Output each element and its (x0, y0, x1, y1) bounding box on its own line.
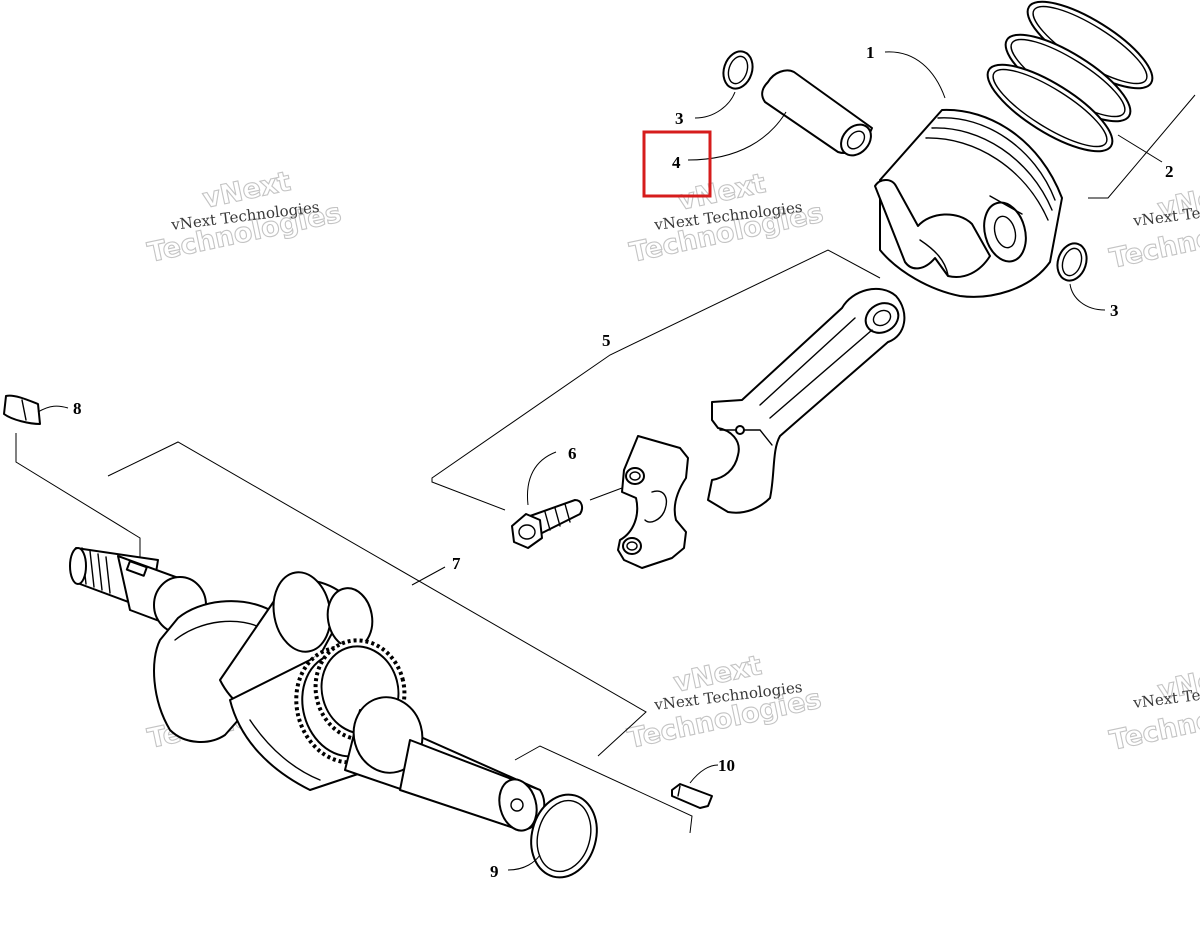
leader-6-dashed (589, 487, 623, 501)
callout-5: 5 (602, 331, 611, 350)
circlip-top[interactable] (719, 48, 757, 93)
leader-1 (884, 51, 946, 99)
leader-3-right (1069, 283, 1106, 311)
key[interactable] (671, 783, 713, 809)
callout-9: 9 (490, 862, 499, 881)
leader-8 (37, 405, 69, 413)
leader-3-top (694, 91, 736, 119)
leader-2 (1117, 134, 1163, 163)
watermark-top-center: vNext Technologies vNext Technologies (626, 167, 826, 269)
callout-7: 7 (452, 554, 461, 573)
bracket-9-10 (514, 745, 693, 834)
leader-9 (507, 854, 541, 871)
bracket-2 (1088, 94, 1196, 199)
piston[interactable] (874, 108, 1063, 298)
watermark-top-right: vNext Technologies vNext Technologies (1106, 175, 1200, 275)
woodruff-key[interactable] (3, 394, 41, 425)
callout-3-right: 3 (1110, 301, 1119, 320)
callout-3-top: 3 (675, 109, 684, 128)
o-ring[interactable] (522, 787, 606, 885)
callout-4: 4 (672, 153, 681, 172)
callout-10: 10 (718, 756, 735, 775)
leader-4 (687, 111, 787, 161)
crankshaft[interactable] (69, 547, 546, 835)
highlight-box (642, 130, 712, 198)
callout-6: 6 (568, 444, 577, 463)
watermark-bottom-center: vNext Technologies vNext Technologies (624, 649, 824, 755)
callout-1: 1 (866, 43, 875, 62)
circlip-right[interactable] (1053, 240, 1091, 285)
bracket-7 (107, 441, 647, 757)
rod-cap[interactable] (617, 435, 689, 569)
callout-8: 8 (73, 399, 82, 418)
callout-2: 2 (1165, 162, 1174, 181)
piston-pin[interactable] (761, 69, 877, 161)
watermark-top-left: vNext Technologies vNext Technologies (144, 165, 344, 269)
leader-6 (526, 451, 557, 506)
bracket-5 (431, 249, 881, 511)
bracket-8 (15, 433, 141, 574)
piston-rings[interactable] (976, 0, 1164, 167)
watermark-bottom-right: vNext Technologies vNext Technologies (1106, 657, 1200, 757)
leader-10 (689, 764, 719, 784)
leader-7 (411, 566, 446, 586)
connecting-rod[interactable] (707, 287, 906, 514)
bolt[interactable] (511, 499, 584, 549)
